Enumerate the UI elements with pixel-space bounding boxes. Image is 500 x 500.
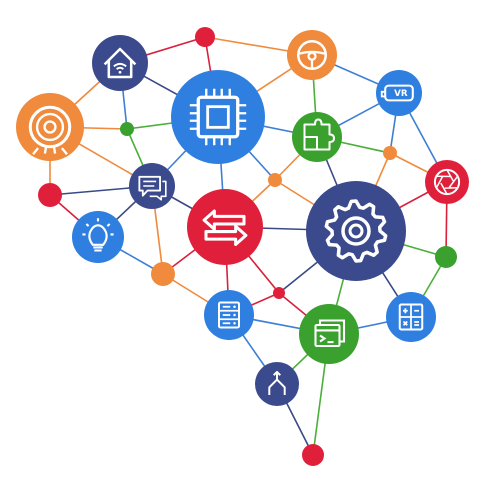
calculator-icon: [398, 303, 424, 331]
camera-lens-icon: [433, 168, 461, 196]
node-circle: [299, 304, 359, 364]
node-top-red-dot: [195, 27, 215, 47]
node-orange-dot-mid: [268, 173, 282, 187]
node-red-dot-center: [273, 287, 285, 299]
light-bulb-icon: [82, 218, 114, 252]
node-robot-vacuum: [16, 93, 84, 161]
node-green-dot-left: [120, 122, 134, 136]
node-circle: [376, 70, 422, 116]
smart-home-icon: [103, 47, 137, 79]
puzzle-icon: [303, 118, 335, 151]
data-transfer-icon: [202, 209, 248, 246]
node-circle: [273, 287, 285, 299]
node-chat: [129, 163, 175, 209]
node-circle: [171, 70, 265, 164]
node-steering-wheel: [287, 30, 337, 80]
node-data-transfer: [187, 189, 263, 265]
gear-icon: [324, 199, 388, 263]
node-circle: [268, 173, 282, 187]
merge-arrows-icon: [268, 370, 286, 395]
node-circle: [195, 27, 215, 47]
nodes-layer: VR: [16, 27, 469, 466]
node-circle: [72, 211, 124, 263]
node-circle: [187, 189, 263, 265]
steering-wheel-icon: [296, 39, 328, 71]
node-red-dot-left: [38, 183, 62, 207]
node-circle: [120, 122, 134, 136]
node-camera-lens: [425, 160, 469, 204]
node-green-dot-right: [435, 246, 457, 268]
cpu-chip-icon: [189, 88, 247, 146]
robot-vacuum-icon: [28, 105, 72, 155]
node-light-bulb: [72, 211, 124, 263]
svg-text:VR: VR: [394, 89, 408, 99]
node-terminal: [299, 304, 359, 364]
node-circle: [287, 30, 337, 80]
node-cpu-chip: [171, 70, 265, 164]
node-merge-arrows: [255, 362, 299, 406]
node-circle: [383, 146, 397, 160]
node-circle: [302, 444, 324, 466]
node-circle: [16, 93, 84, 161]
node-server: [204, 290, 254, 340]
chat-icon: [138, 175, 167, 201]
node-bottom-red-dot: [302, 444, 324, 466]
node-puzzle: [292, 112, 342, 162]
terminal-icon: [314, 319, 346, 348]
node-orange-dot-right: [383, 146, 397, 160]
node-circle: [425, 160, 469, 204]
node-vr-headset: VR: [376, 70, 422, 116]
node-circle: [151, 262, 175, 286]
node-orange-dot-left: [151, 262, 175, 286]
node-gear: [306, 181, 406, 281]
server-icon: [217, 301, 241, 329]
node-circle: [435, 246, 457, 268]
node-calculator: [386, 292, 436, 342]
node-circle: [255, 362, 299, 406]
node-circle: [306, 181, 406, 281]
node-smart-home: [92, 35, 148, 91]
node-circle: [38, 183, 62, 207]
vr-headset-icon: VR: [380, 84, 414, 102]
